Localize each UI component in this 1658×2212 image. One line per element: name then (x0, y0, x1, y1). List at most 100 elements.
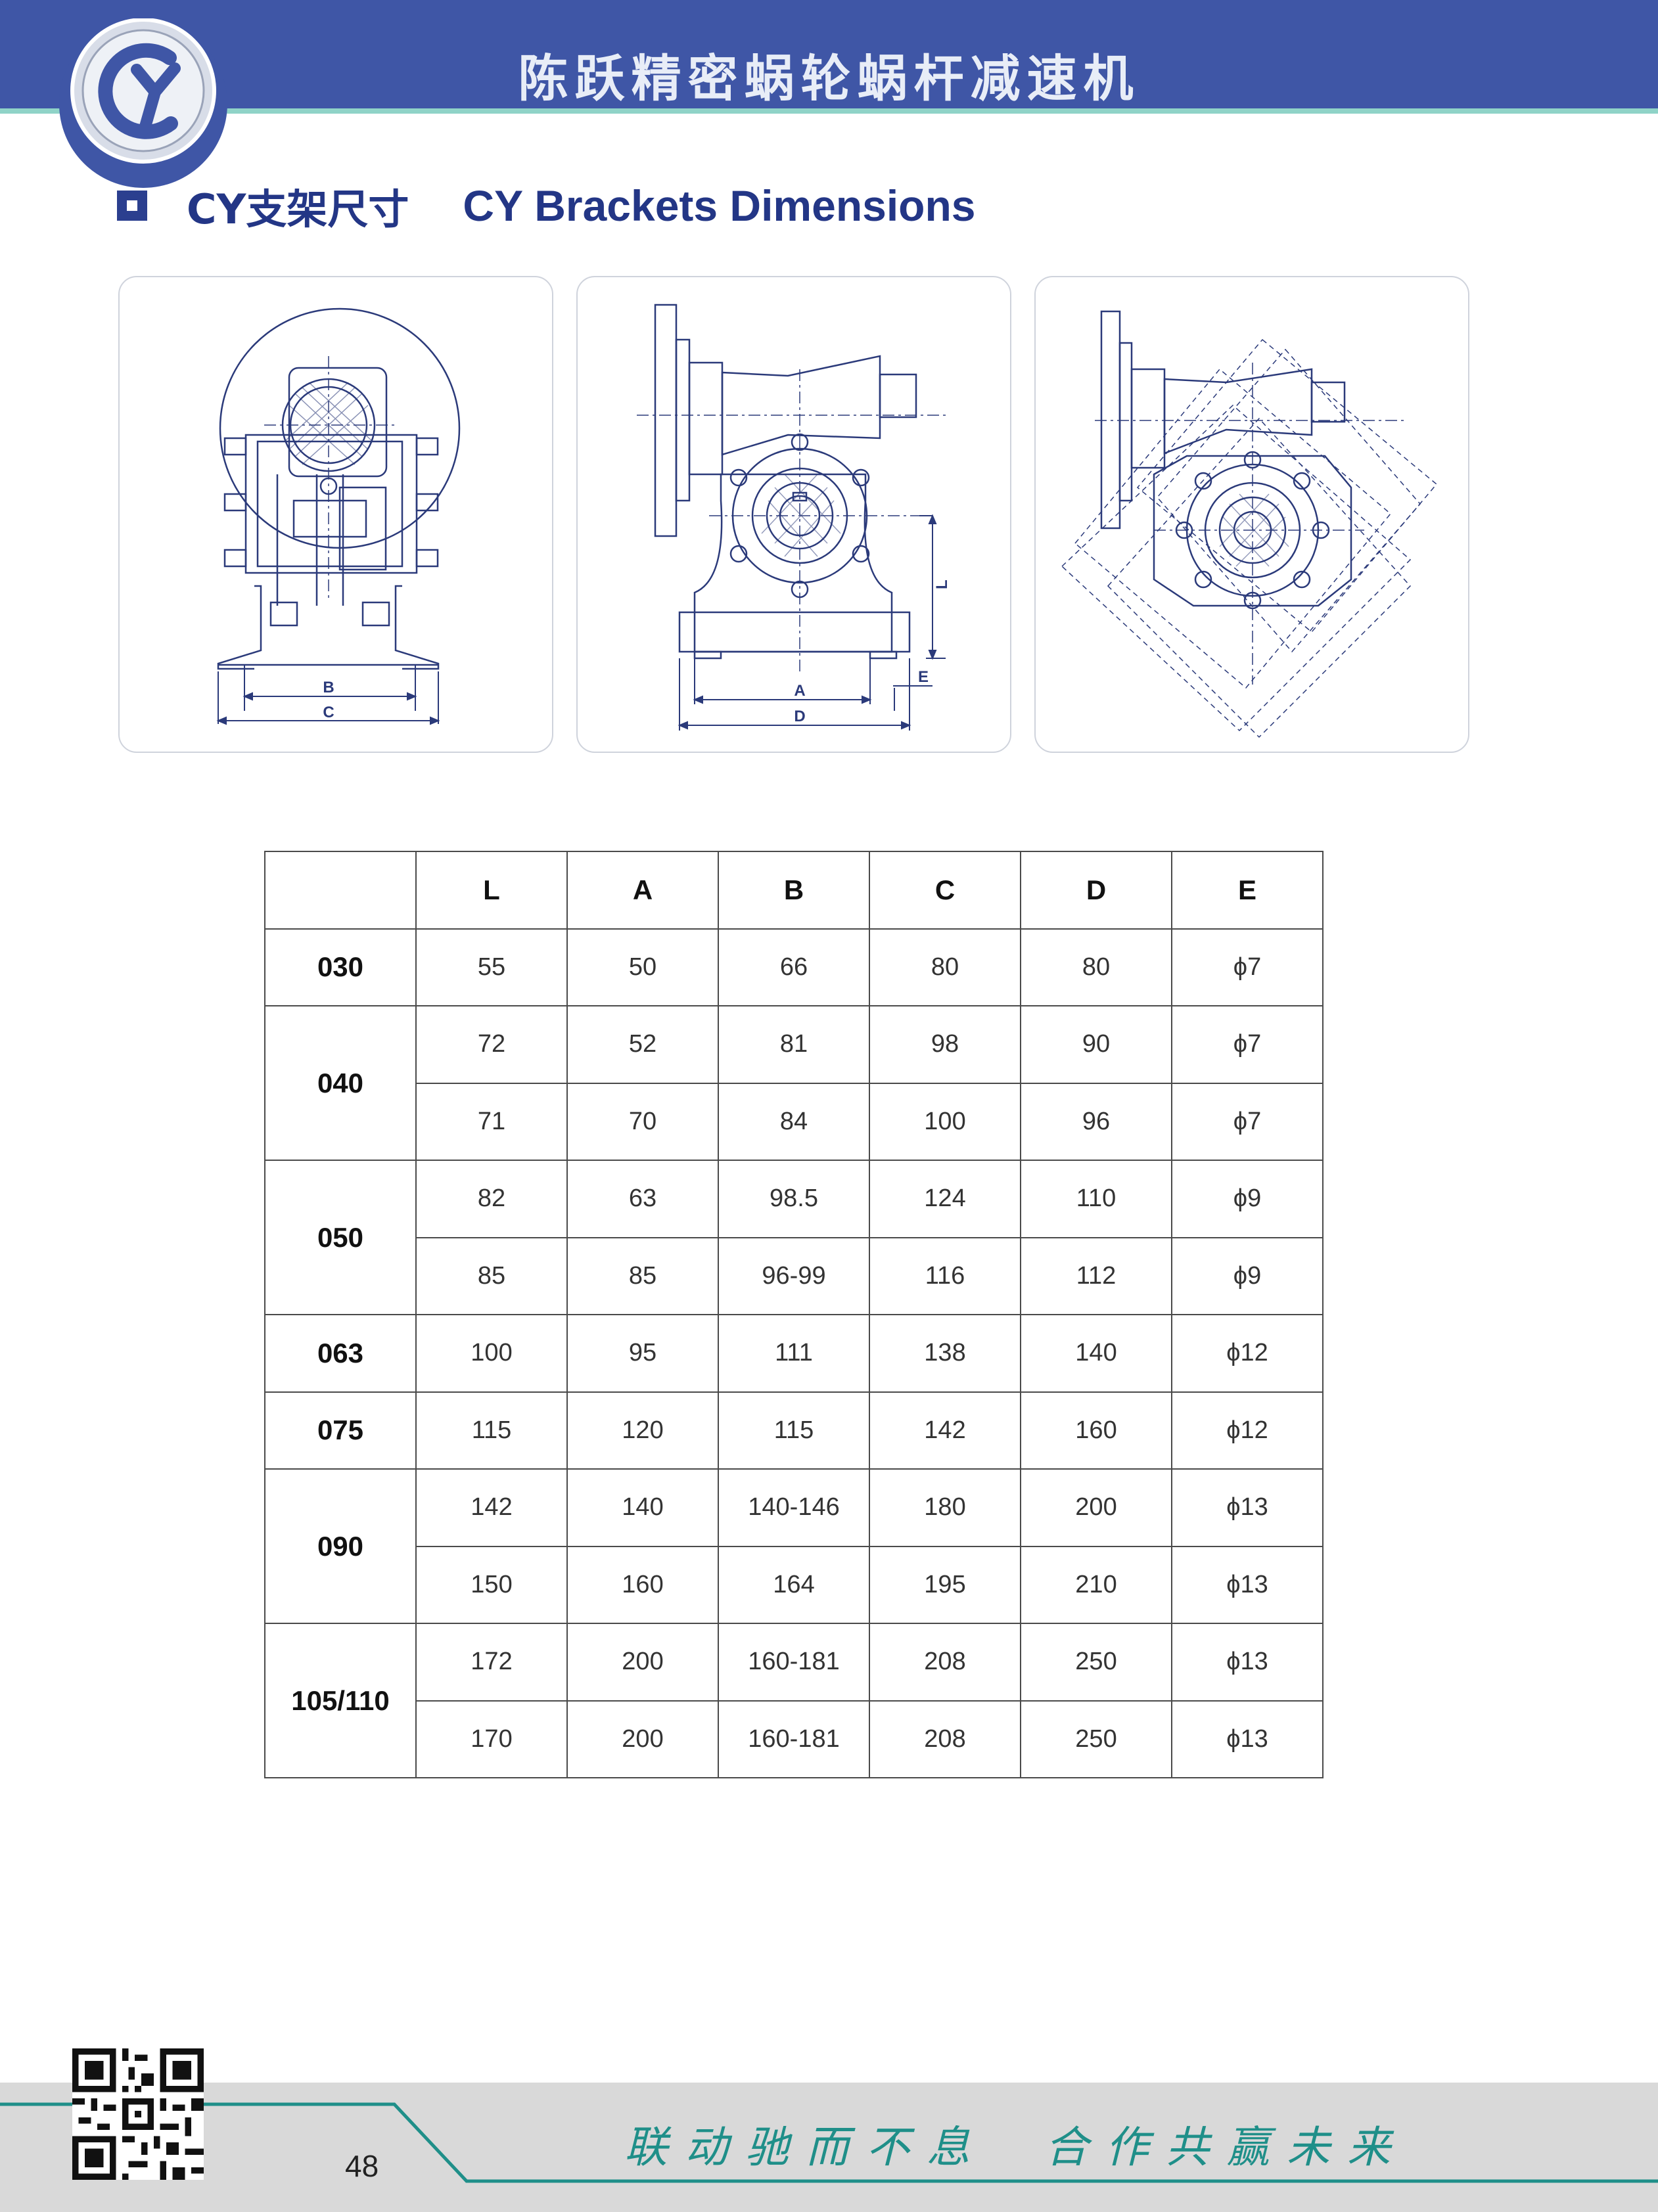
cell-e: ϕ13 (1171, 1545, 1324, 1624)
slogan-left: 联动驰而不息 (624, 2122, 987, 2173)
cell-l: 142 (415, 1468, 568, 1547)
cell-e: ϕ7 (1171, 1082, 1324, 1161)
cell-a: 160 (566, 1545, 719, 1624)
cell-l: 150 (415, 1545, 568, 1624)
cell-c: 116 (869, 1236, 1021, 1315)
dim-label-e: E (918, 668, 929, 686)
cell-e: ϕ12 (1171, 1314, 1324, 1393)
cell-a: 95 (566, 1314, 719, 1393)
cell-a: 120 (566, 1391, 719, 1470)
section-title: CY支架尺寸 CY Brackets Dimensions (117, 176, 976, 235)
table-row: 71 70 84 100 96 ϕ7 (265, 1082, 1324, 1161)
cell-b: 66 (718, 928, 870, 1006)
cell-c: 80 (869, 928, 1021, 1006)
header-cell-b: B (718, 851, 870, 930)
cell-d: 80 (1020, 928, 1172, 1006)
cell-b: 96-99 (718, 1236, 870, 1315)
cell-b: 115 (718, 1391, 870, 1470)
cell-a: 63 (566, 1160, 719, 1238)
cell-e: ϕ7 (1171, 1005, 1324, 1084)
cell-a: 50 (566, 928, 719, 1006)
cell-a: 85 (566, 1236, 719, 1315)
qr-code-icon (72, 2048, 204, 2180)
dim-label-d: D (794, 708, 805, 725)
cell-e: ϕ9 (1171, 1160, 1324, 1238)
size-cell: 105/110 (264, 1623, 417, 1778)
section-title-en: CY Brackets Dimensions (463, 181, 976, 230)
cell-a: 140 (566, 1468, 719, 1547)
cell-d: 96 (1020, 1082, 1172, 1161)
table-row: 075 115 120 115 142 160 ϕ12 (264, 1391, 1324, 1470)
table-row: 090 142 140 140-146 180 200 ϕ13 (264, 1468, 1324, 1624)
dim-label-b: B (323, 679, 334, 696)
cell-e: ϕ13 (1171, 1623, 1324, 1702)
front-view-drawing: A D E L (637, 304, 951, 731)
header-cell-c: C (869, 851, 1021, 930)
section-title-cn: CY支架尺寸 (187, 185, 409, 233)
cell-d: 250 (1020, 1700, 1172, 1778)
cell-d: 210 (1020, 1545, 1172, 1624)
table-row: 040 72 52 81 98 90 ϕ7 (264, 1005, 1324, 1161)
cy-logo (59, 18, 227, 188)
cell-l: 71 (415, 1082, 568, 1161)
cell-e: ϕ9 (1171, 1236, 1324, 1315)
cell-l: 85 (415, 1236, 568, 1315)
cell-l: 82 (415, 1160, 568, 1238)
cell-e: ϕ13 (1171, 1700, 1324, 1778)
mounting-positions-drawing (1061, 310, 1438, 738)
header-cell-size (264, 851, 417, 930)
header-cell-a: A (566, 851, 719, 930)
cell-c: 124 (869, 1160, 1021, 1238)
cell-c: 180 (869, 1468, 1021, 1547)
cell-c: 100 (869, 1082, 1021, 1161)
size-cell: 063 (264, 1314, 417, 1393)
cell-l: 100 (415, 1314, 568, 1393)
cell-c: 208 (869, 1623, 1021, 1702)
header-cell-e: E (1171, 851, 1324, 930)
cell-e: ϕ13 (1171, 1468, 1324, 1547)
cell-b: 164 (718, 1545, 870, 1624)
cell-c: 142 (869, 1391, 1021, 1470)
slogan-right: 合作共赢未来 (1045, 2122, 1408, 2173)
drawing-panel-side-view: B C (118, 276, 553, 753)
cell-l: 55 (415, 928, 568, 1006)
table-row: 150 160 164 195 210 ϕ13 (265, 1545, 1324, 1624)
cell-l: 115 (415, 1391, 568, 1470)
size-cell: 040 (264, 1005, 417, 1161)
cell-c: 195 (869, 1545, 1021, 1624)
cell-a: 70 (566, 1082, 719, 1161)
cell-b: 98.5 (718, 1160, 870, 1238)
cell-d: 200 (1020, 1468, 1172, 1547)
cell-d: 160 (1020, 1391, 1172, 1470)
table-row: 85 85 96-99 116 112 ϕ9 (265, 1236, 1324, 1315)
size-cell: 090 (264, 1468, 417, 1624)
cell-b: 81 (718, 1005, 870, 1084)
dim-label-l: L (933, 579, 951, 589)
cell-c: 208 (869, 1700, 1021, 1778)
drawing-panel-mounting-positions (1034, 276, 1469, 753)
table-row: 170 200 160-181 208 250 ϕ13 (265, 1700, 1324, 1778)
cell-e: ϕ12 (1171, 1391, 1324, 1470)
cell-b: 84 (718, 1082, 870, 1161)
cell-d: 90 (1020, 1005, 1172, 1084)
cell-b: 160-181 (718, 1700, 870, 1778)
cell-l: 72 (415, 1005, 568, 1084)
square-bullet-icon (117, 191, 147, 221)
header-band (0, 0, 1658, 108)
table-row: 063 100 95 111 138 140 ϕ12 (264, 1314, 1324, 1393)
table-row: 105/110 172 200 160-181 208 250 ϕ13 (264, 1623, 1324, 1778)
drawing-panel-front-view: A D E L (576, 276, 1011, 753)
table-header-row: L A B C D E (264, 851, 1324, 930)
cell-b: 140-146 (718, 1468, 870, 1547)
size-cell: 075 (264, 1391, 417, 1470)
side-view-drawing: B C (216, 307, 461, 725)
cell-a: 200 (566, 1700, 719, 1778)
header-cell-l: L (415, 851, 568, 930)
dimensions-table: L A B C D E 030 55 50 66 80 80 ϕ7 040 72… (264, 851, 1324, 1778)
header-accent-line (0, 108, 1658, 114)
cell-b: 160-181 (718, 1623, 870, 1702)
cell-c: 138 (869, 1314, 1021, 1393)
cell-d: 140 (1020, 1314, 1172, 1393)
header-title: 陈跃精密蜗轮蜗杆减速机 (518, 49, 1140, 108)
cell-d: 250 (1020, 1623, 1172, 1702)
